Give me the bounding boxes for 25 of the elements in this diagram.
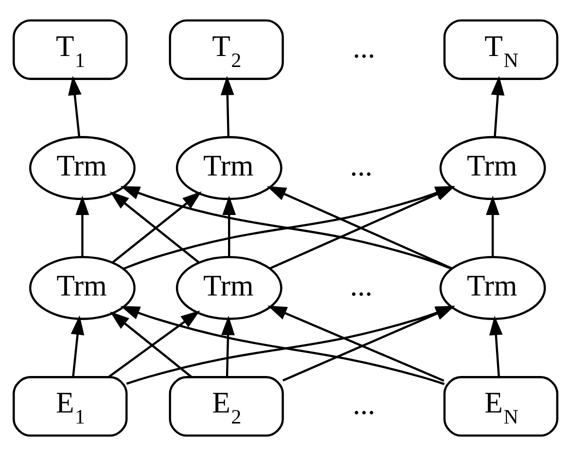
arrow	[68, 76, 82, 138]
node-ellipse: Trm	[440, 256, 546, 320]
node-box: E$_{N}$	[443, 376, 558, 437]
arrow	[76, 196, 90, 258]
node-box: E$_{1}$	[12, 376, 128, 437]
arrow	[491, 76, 505, 137]
label: ...	[352, 388, 376, 421]
node-ellipse: Trm	[176, 256, 282, 320]
node-box: T$_{1}$	[12, 19, 128, 80]
node-box: T$_{2}$	[168, 19, 284, 80]
label: ...	[350, 270, 372, 303]
label: ...	[352, 31, 376, 64]
node-ellipse: Trm	[440, 136, 546, 200]
node-ellipse: Trm	[29, 256, 136, 320]
arrow	[222, 196, 236, 258]
arrow	[221, 316, 235, 378]
node-ellipse: Trm	[29, 136, 136, 200]
node-ellipse: Trm	[176, 136, 282, 200]
arrow	[220, 76, 234, 137]
label: ...	[350, 150, 372, 183]
node-box: T$_{N}$	[443, 19, 558, 80]
arrow	[489, 316, 503, 378]
arrow	[486, 196, 500, 258]
node-box: E$_{2}$	[168, 376, 284, 437]
arrow	[70, 315, 84, 378]
